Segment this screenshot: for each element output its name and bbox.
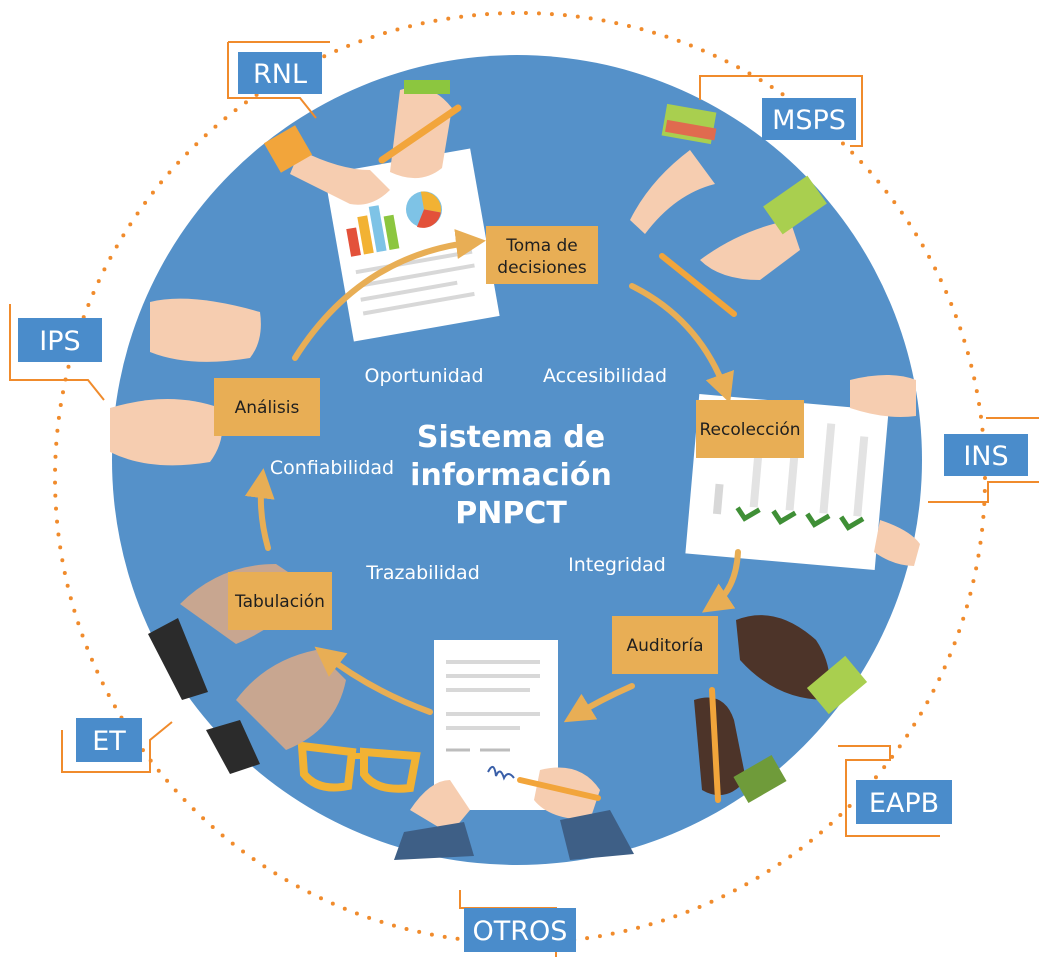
actor-msps-label: MSPS bbox=[772, 105, 846, 136]
signature-icon bbox=[487, 765, 515, 781]
actor-ips-label: IPS bbox=[39, 326, 80, 357]
arrow-tabulacion-to-analisis bbox=[244, 468, 275, 551]
stage-tabulacion: Tabulación bbox=[228, 572, 332, 630]
hand-pencil-icon bbox=[378, 80, 462, 179]
quality-integridad: Integridad bbox=[568, 554, 666, 576]
glasses-icon bbox=[297, 741, 421, 793]
stage-tabulacion-label: Tabulación bbox=[234, 592, 325, 612]
actor-rnl-label: RNL bbox=[253, 59, 307, 90]
stage-toma-line-2: decisiones bbox=[497, 258, 587, 278]
quality-trazabilidad: Trazabilidad bbox=[365, 562, 480, 584]
arrow-recoleccion-to-auditoria bbox=[702, 549, 741, 613]
arrow-auditoria-to-documento bbox=[563, 683, 635, 723]
signed-document-icon bbox=[394, 640, 634, 860]
quality-confiabilidad: Confiabilidad bbox=[270, 457, 394, 479]
actor-et-label: ET bbox=[92, 726, 126, 757]
pencil-icon bbox=[659, 253, 737, 317]
actor-et: ET bbox=[61, 718, 173, 773]
stage-recoleccion-label: Recolección bbox=[699, 420, 800, 440]
pencil-icon bbox=[517, 777, 601, 801]
actor-ips: IPS bbox=[9, 304, 105, 401]
actor-ins-label: INS bbox=[963, 441, 1008, 472]
actor-rnl: RNL bbox=[227, 41, 330, 119]
outer-dotted-ring bbox=[53, 11, 987, 945]
quality-oportunidad: Oportunidad bbox=[364, 365, 483, 387]
stage-toma-line-1: Toma de bbox=[505, 236, 578, 256]
hand-icon-ips bbox=[110, 298, 261, 466]
hand-icon-auditoria bbox=[694, 615, 868, 803]
actor-eapb-label: EAPB bbox=[869, 788, 939, 819]
pencil-icon bbox=[709, 687, 721, 803]
actor-ins: INS bbox=[928, 417, 1039, 503]
stage-analisis: Análisis bbox=[214, 378, 320, 436]
arrow-toma-to-recoleccion bbox=[629, 283, 734, 404]
stage-auditoria-label: Auditoría bbox=[626, 636, 703, 656]
stage-analisis-label: Análisis bbox=[235, 398, 300, 418]
actor-otros: OTROS bbox=[459, 890, 576, 957]
actor-msps: MSPS bbox=[699, 75, 863, 147]
actor-otros-label: OTROS bbox=[473, 916, 568, 947]
stage-toma-de-decisiones: Toma de decisiones bbox=[486, 226, 598, 284]
arrow-documento-to-tabulacion bbox=[314, 646, 433, 715]
hand-icon-msps bbox=[630, 103, 827, 317]
cycle-arrows bbox=[244, 229, 741, 723]
bar-chart-icon bbox=[346, 227, 361, 257]
center-title-line-1: Sistema de bbox=[417, 420, 605, 455]
stage-recoleccion: Recolección bbox=[696, 400, 804, 458]
hand-pointing-icon bbox=[263, 125, 390, 205]
actor-eapb: EAPB bbox=[838, 745, 952, 837]
quality-accesibilidad: Accesibilidad bbox=[543, 365, 667, 387]
center-title-line-2: información bbox=[410, 458, 612, 493]
arrow-analisis-to-toma bbox=[292, 229, 486, 361]
center-title-line-3: PNPCT bbox=[455, 496, 567, 531]
checkmark-icon bbox=[735, 506, 761, 522]
stage-auditoria: Auditoría bbox=[612, 616, 718, 674]
